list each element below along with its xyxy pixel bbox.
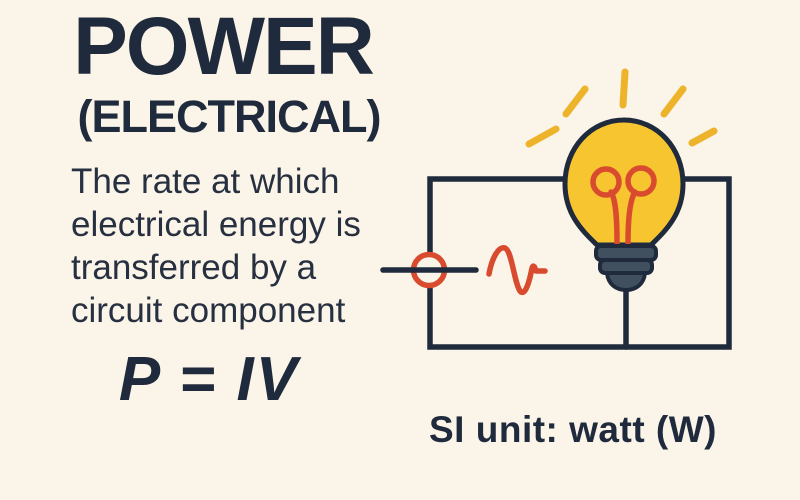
definition-line-1: The rate at which	[71, 162, 340, 201]
bulb-base-icon	[594, 244, 658, 292]
page-title: POWER	[73, 1, 375, 92]
filament-icon	[590, 165, 657, 246]
ac-source-icon	[380, 251, 479, 289]
definition-line-4: circuit component	[71, 291, 346, 330]
sine-wave-icon	[486, 245, 548, 296]
formula-text: P = IV	[118, 345, 300, 414]
light-rays-icon	[525, 68, 718, 148]
light-bulb-icon	[562, 117, 686, 292]
definition-line-3: transferred by a	[71, 248, 317, 287]
definition-line-2: electrical energy is	[71, 205, 361, 244]
page-subtitle: (ELECTRICAL)	[77, 91, 382, 142]
si-unit-text: SI unit: watt (W)	[429, 409, 717, 450]
definition-text: The rate at which electrical energy is t…	[71, 160, 361, 332]
